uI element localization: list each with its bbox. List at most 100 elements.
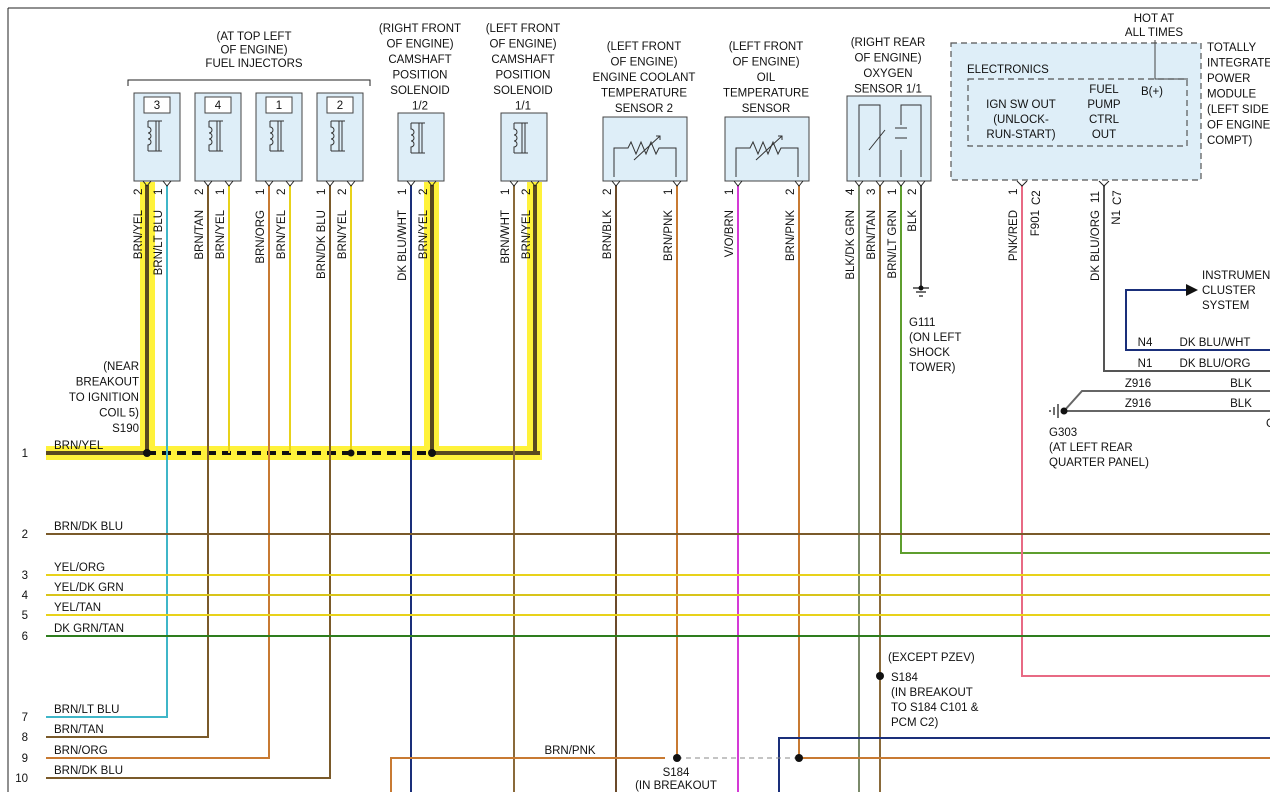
wire-inj1-a	[46, 185, 270, 759]
tipm-name-line-4: (LEFT SIDE	[1207, 104, 1269, 116]
cool-pin-mark-1	[672, 180, 682, 187]
cam-lf-title-line-4: SOLENOID	[493, 85, 552, 97]
coolant-title-line-2: ENGINE COOLANT	[593, 72, 696, 84]
inj2-pin-mark-1	[346, 180, 356, 187]
wire-label-13: BRN/PNK	[663, 210, 675, 261]
injectors-title-line-1: OF ENGINE)	[220, 45, 287, 57]
s190-dot-3	[428, 449, 436, 457]
camrf-pin-mark-1	[427, 180, 437, 187]
o2-pin-0: 4	[845, 188, 857, 195]
wire-label-21: F901	[1030, 210, 1042, 236]
g111-dot	[918, 285, 924, 291]
brn-yel-circuit-highlight	[46, 182, 542, 460]
o2-box	[846, 95, 932, 182]
cool-pin-0: 2	[602, 189, 614, 195]
wire-label-6: BRN/DK BLU	[316, 210, 328, 279]
s184-dot-right	[876, 672, 884, 680]
coolant-title-line-0: (LEFT FRONT	[607, 41, 682, 53]
cam-rf-title-line-2: CAMSHAFT	[388, 54, 451, 66]
inj3-number: 3	[154, 100, 160, 112]
oil-resistor-icon	[735, 135, 799, 177]
wire-label-2: BRN/TAN	[194, 210, 206, 260]
right-wire-code-1: N1	[1138, 358, 1153, 370]
cam-lf-title-line-3: POSITION	[496, 70, 551, 82]
o2-title-line-1: OF ENGINE)	[854, 53, 921, 65]
wire-label-3: BRN/YEL	[215, 209, 227, 259]
injectors-title-line-0: (AT TOP LEFT	[217, 31, 292, 43]
s184-right-line-0: (EXCEPT PZEV)	[888, 652, 975, 664]
inj4-coil-icon	[208, 120, 223, 152]
cam-lf-title-line-1: OF ENGINE)	[489, 39, 556, 51]
instrument-cluster-line-2: SYSTEM	[1202, 300, 1249, 312]
wire-inj2-a	[46, 185, 331, 779]
inj3-pin-0: 2	[133, 189, 145, 195]
inj1-pin-0: 1	[255, 189, 267, 195]
oil-pin-0: 1	[724, 189, 736, 195]
inj1-pin-mark-1	[285, 180, 295, 187]
coolant-title-line-4: SENSOR 2	[615, 103, 673, 115]
inj4-pin-mark-1	[224, 180, 234, 187]
s184-dot-left	[673, 754, 681, 762]
row-label-5: YEL/TAN	[54, 602, 101, 614]
inj4-pin-1: 1	[215, 189, 227, 195]
wire-label-1: BRN/LT BLU	[153, 210, 165, 275]
wire-label-9: BRN/YEL	[418, 209, 430, 259]
tipm-a-pin-mark	[1016, 180, 1028, 187]
cam-lf-title-line-5: 1/1	[515, 101, 531, 113]
cam-rf-box	[397, 112, 445, 182]
tipm-ign-line-0: IGN SW OUT	[986, 99, 1056, 111]
tipm-electronics: ELECTRONICS	[967, 64, 1049, 76]
tipm-fuel-line-3: OUT	[1092, 129, 1116, 141]
wire-label-10: BRN/WHT	[500, 210, 512, 264]
ground-icon-g303	[1049, 404, 1059, 418]
wire-inj3-b	[46, 185, 168, 718]
oil-pin-mark-0	[733, 180, 743, 187]
component-boxes	[133, 92, 932, 182]
inj2-pin-1: 2	[337, 189, 349, 195]
row-label-8: BRN/TAN	[54, 724, 104, 736]
g111-line-2: SHOCK	[909, 347, 950, 359]
wire-label-12: BRN/BLK	[602, 210, 614, 260]
row-label-2: BRN/DK BLU	[54, 521, 123, 533]
o2-title-line-2: OXYGEN	[863, 68, 912, 80]
wire-label-18: BRN/LT GRN	[887, 210, 899, 279]
cool-pin-mark-0	[611, 180, 621, 187]
wire-label-22: DK BLU/ORG	[1090, 210, 1102, 281]
wire-label-4: BRN/ORG	[255, 210, 267, 264]
o2-pin-2: 1	[887, 189, 899, 195]
splice-dots	[143, 407, 1068, 762]
row-label-6: DK GRN/TAN	[54, 623, 124, 635]
oil-title-line-3: TEMPERATURE	[723, 88, 809, 100]
s184-right-line-1: (IN BREAKOUT	[891, 687, 973, 699]
oil-pin-1: 2	[785, 189, 797, 195]
wire-inj4-a	[46, 185, 209, 738]
inj3-pin-1: 1	[153, 189, 165, 195]
tipm-fuel-line-2: CTRL	[1089, 114, 1120, 126]
inj3-pin-mark-0	[142, 180, 152, 187]
tipm-hot-line-0: HOT AT	[1134, 13, 1174, 25]
tipm-ign-line-1: (UNLOCK-	[993, 114, 1049, 126]
row-label-1: BRN/YEL	[54, 440, 104, 452]
o2-pin-mark-3	[916, 180, 926, 187]
wire-z916-a	[1063, 390, 1270, 412]
tipm-name-line-0: TOTALLY	[1207, 42, 1257, 54]
tipm-fuel-line-1: PUMP	[1087, 99, 1121, 111]
inj3-label-box	[143, 96, 171, 114]
inj1-number: 1	[276, 100, 282, 112]
s184-right-line-3: PCM C2)	[891, 717, 938, 729]
coolant-title-line-3: TEMPERATURE	[601, 88, 687, 100]
wire-label-14: V/O/BRN	[724, 210, 736, 257]
cam-lf-box	[500, 112, 548, 182]
tipm-name-line-5: OF ENGINE	[1207, 120, 1270, 132]
wire-label-19: BLK	[907, 210, 919, 232]
o2-pin-3: 2	[907, 189, 919, 195]
cam-lf-title-line-0: (LEFT FRONT	[486, 23, 561, 35]
inj2-label-box	[326, 96, 354, 114]
right-wire-code-3: Z916	[1125, 398, 1151, 410]
g111-line-0: G111	[909, 317, 935, 329]
tipm-electronics-box	[967, 78, 1188, 147]
cam-rf-title-line-4: SOLENOID	[390, 85, 449, 97]
vertical-wires	[46, 185, 1270, 792]
wire-bottom-blu	[778, 737, 1270, 792]
bus-rows	[46, 533, 1270, 637]
